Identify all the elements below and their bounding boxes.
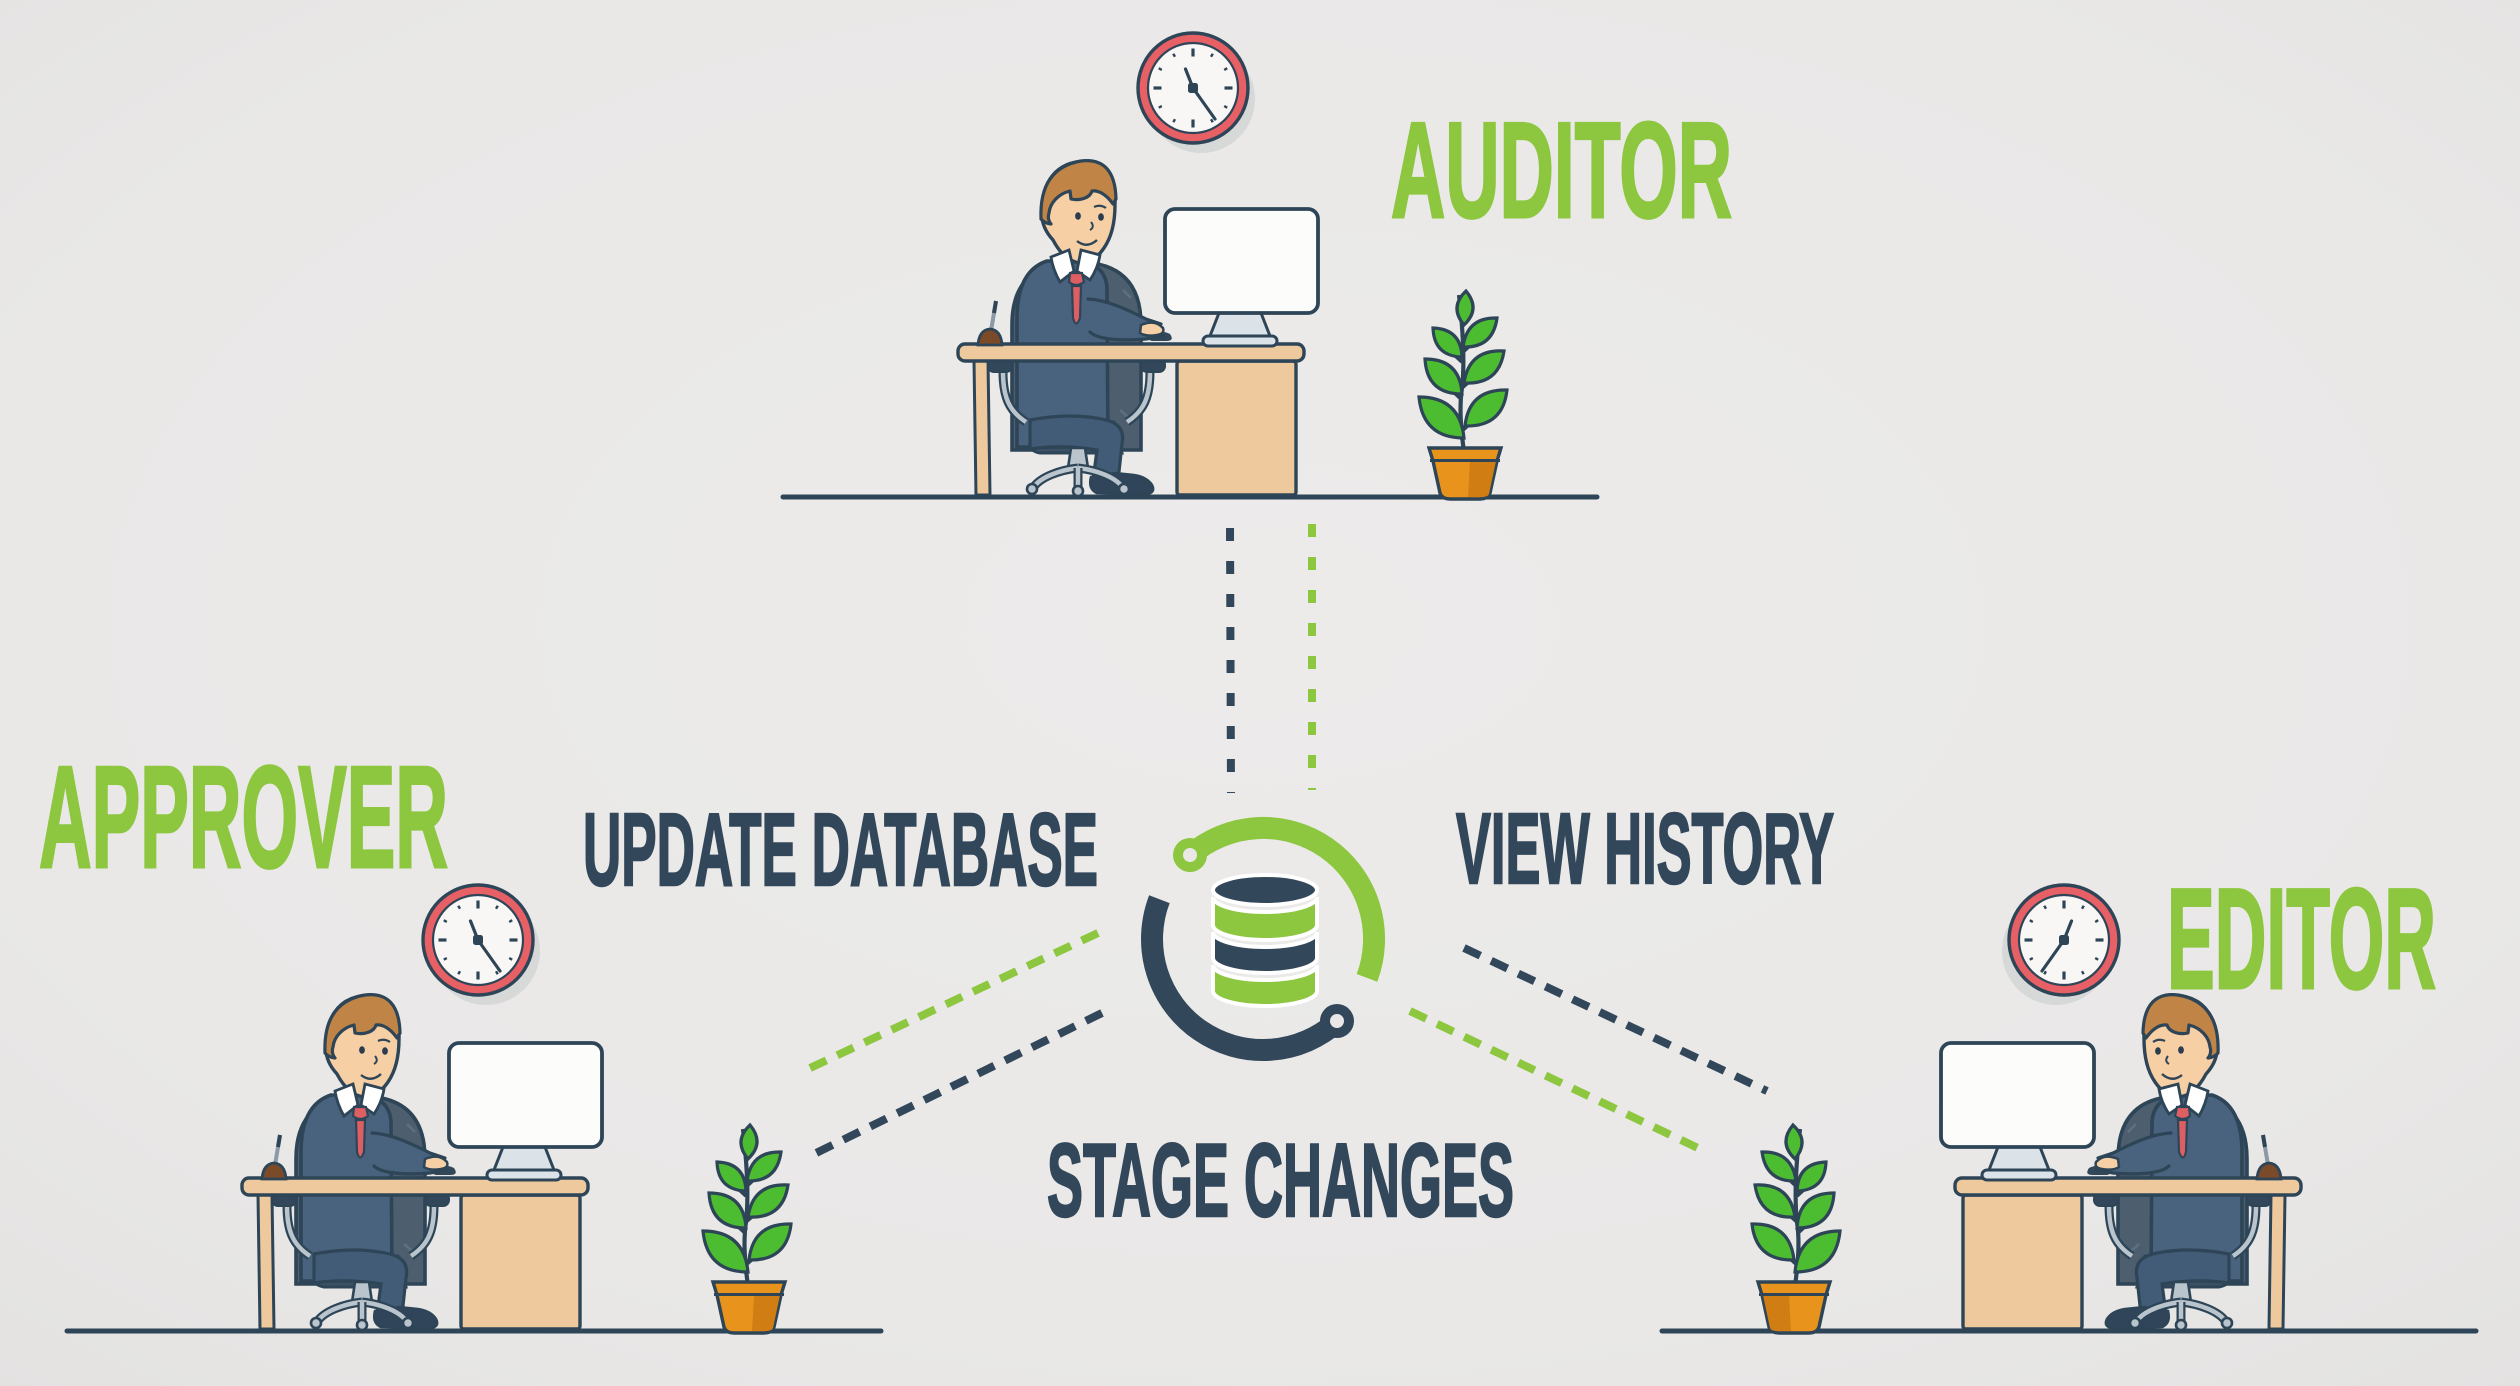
svg-text:APPROVER: APPROVER	[39, 736, 448, 898]
svg-text:EDITOR: EDITOR	[2167, 860, 2436, 1019]
svg-text:UPDATE DATABASE: UPDATE DATABASE	[583, 792, 1098, 907]
svg-text:AUDITOR: AUDITOR	[1391, 94, 1732, 246]
svg-text:VIEW HISTORY: VIEW HISTORY	[1456, 793, 1834, 905]
svg-text:STAGE CHANGES: STAGE CHANGES	[1047, 1123, 1514, 1239]
